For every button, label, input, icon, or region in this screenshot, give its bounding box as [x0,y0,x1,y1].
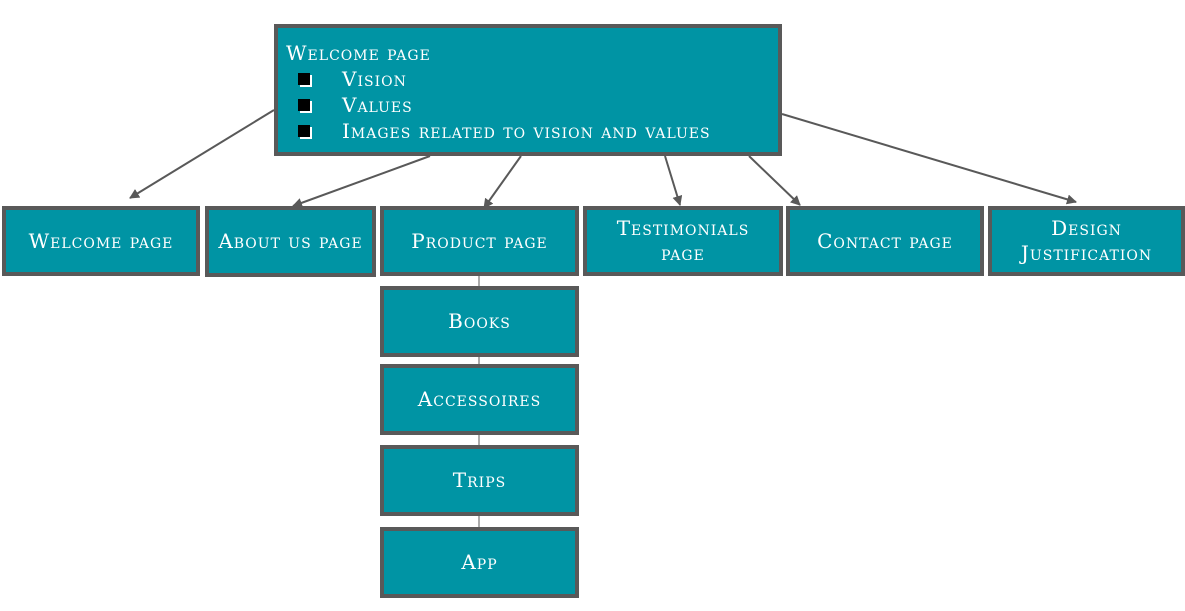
root-bullet-list: Vision Values Images related to vision a… [286,66,770,144]
app-node: App [380,527,579,598]
root-bullet-label: Vision [342,67,407,91]
trips-node: Trips [380,445,579,516]
trips-label: Trips [452,468,507,492]
accessoires-label: Accessoires [417,387,542,411]
books-node: Books [380,286,579,357]
arrow-to-contact-page [748,155,801,206]
accessoires-node: Accessoires [380,364,579,435]
welcome-page-label: Welcome page [28,228,174,253]
root-bullet-item: Vision [286,66,770,92]
about-us-page-node: About us page [205,206,376,277]
root-bullet-item: Values [286,92,770,118]
testimonials-page-label: Testimonials page [616,216,750,265]
root-title: Welcome page [286,41,431,65]
about-us-page-label: About us page [218,229,363,253]
books-label: Books [448,309,511,333]
contact-page-label: Contact page [817,228,953,253]
root-bullet-label: Images related to vision and values [342,119,711,143]
testimonials-page-node: Testimonials page [583,206,783,276]
product-page-label: Product page [411,228,548,253]
arrow-to-welcome-page [129,109,275,199]
arrow-to-design-justification [781,113,1077,205]
root-welcome-node: Welcome page Vision Values Images relate… [274,24,782,156]
square-bullet-icon [298,99,310,111]
root-bullet-label: Values [342,93,413,117]
design-justification-node: Design Justification [988,206,1185,276]
arrow-to-about-us-page [292,155,431,208]
arrow-to-product-page [483,155,522,209]
product-page-node: Product page [380,206,579,276]
root-bullet-item: Images related to vision and values [286,118,770,144]
design-justification-label: Design Justification [1020,216,1153,265]
app-label: App [461,550,498,574]
welcome-page-node: Welcome page [2,206,200,276]
contact-page-node: Contact page [786,206,984,276]
square-bullet-icon [298,125,310,137]
arrow-to-testimonials-page [664,155,683,206]
square-bullet-icon [298,73,310,85]
